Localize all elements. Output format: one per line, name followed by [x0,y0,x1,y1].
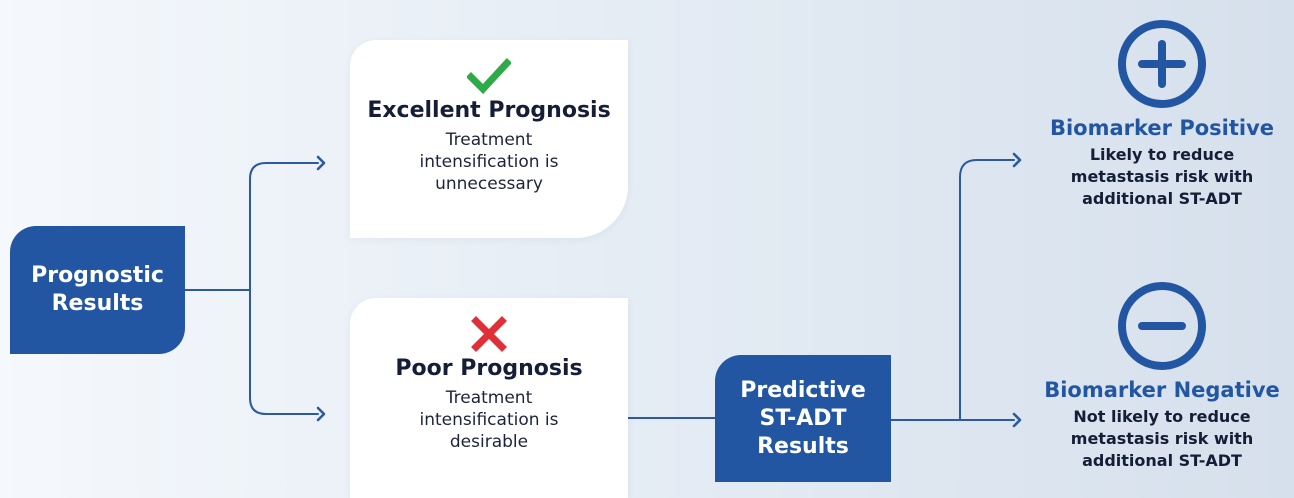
connector-to-excellent [249,162,319,291]
excellent-prognosis-card: Excellent Prognosis Treatment intensific… [350,40,628,238]
predictive-st-adt-results-box: Predictive ST-ADT Results [715,355,891,482]
predictive-st-adt-results-label: Predictive ST-ADT Results [740,377,866,459]
connector-lines [184,152,1022,428]
connector-to-poor [249,289,319,415]
biomarker-negative-outcome: Biomarker Negative Not likely to reduce … [1030,280,1294,472]
biomarker-positive-title: Biomarker Positive [1049,116,1275,140]
excellent-prognosis-description: Treatment intensification is unnecessary [419,130,559,194]
plus-circle-icon [1118,20,1206,108]
arrowhead-poor [316,406,326,422]
prognostic-results-label: Prognostic Results [31,263,164,316]
flow-diagram: Prognostic Results Excellent Prognosis T… [10,18,1294,482]
poor-prognosis-card: Poor Prognosis Treatment intensification… [350,298,628,498]
biomarker-positive-description: Likely to reduce metastasis risk with ad… [1070,145,1254,208]
connector-to-positive [959,159,1015,421]
check-icon [467,58,511,94]
minus-circle-icon [1118,282,1206,370]
arrowhead-excellent [316,155,326,171]
biomarker-negative-description: Not likely to reduce metastasis risk wit… [1070,407,1254,470]
excellent-prognosis-title: Excellent Prognosis [367,98,611,123]
biomarker-negative-title: Biomarker Negative [1044,378,1280,402]
arrowhead-positive [1012,152,1022,168]
prognostic-results-box: Prognostic Results [10,226,185,354]
cross-icon [471,316,507,352]
poor-prognosis-description: Treatment intensification is desirable [419,388,559,452]
arrowhead-negative [1012,412,1022,428]
poor-prognosis-title: Poor Prognosis [395,356,583,381]
biomarker-positive-outcome: Biomarker Positive Likely to reduce meta… [1030,18,1294,210]
